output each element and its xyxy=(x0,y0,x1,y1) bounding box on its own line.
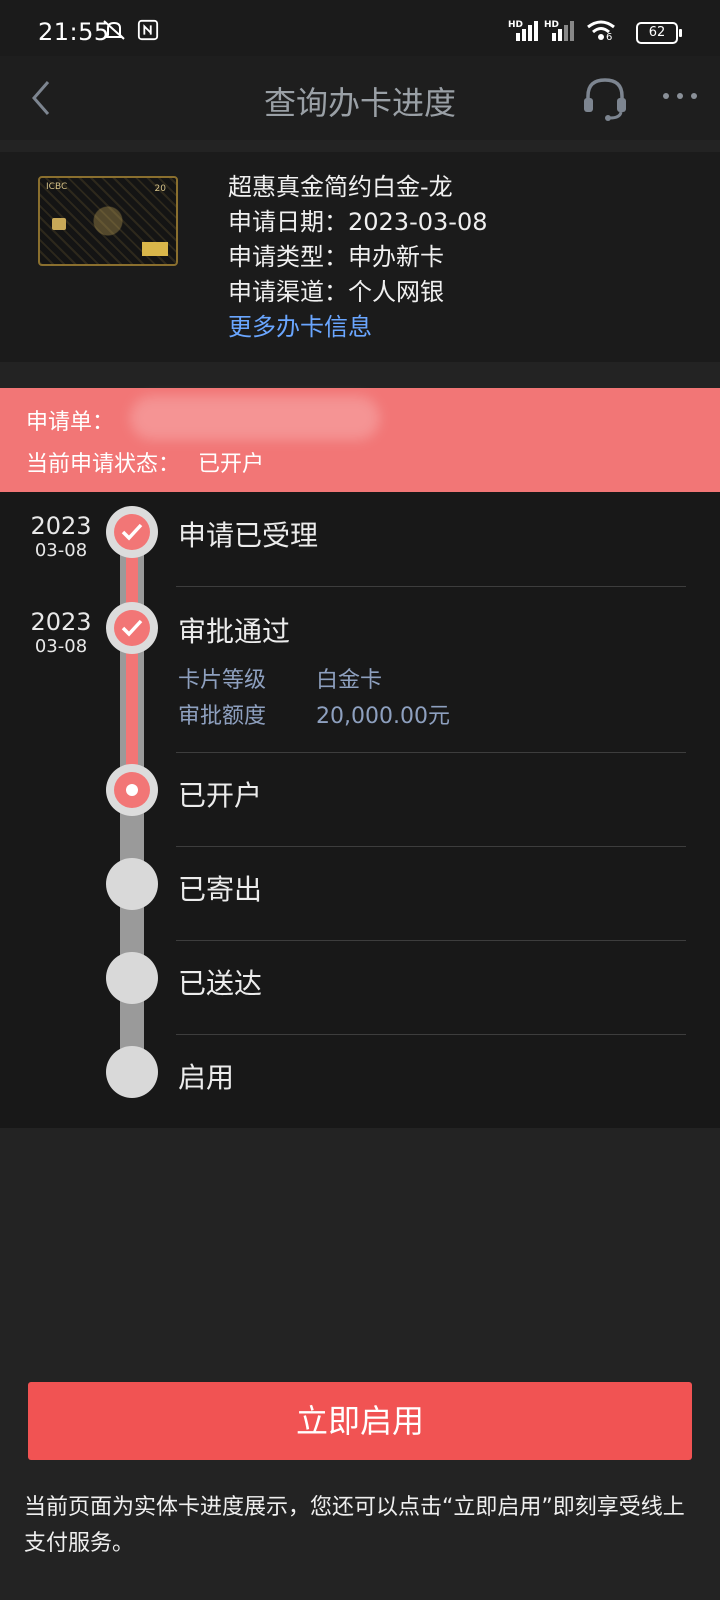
progress-timeline: 2023 03-08 申请已受理 2023 03-08 审批通过 卡片等级 白金… xyxy=(0,492,720,1128)
step-date-monthday: 03-08 xyxy=(34,636,88,657)
wifi-icon xyxy=(587,20,615,40)
wifi-label: 6 xyxy=(606,32,613,43)
page-title: 查询办卡进度 xyxy=(263,84,456,122)
redacted-application-number xyxy=(130,396,380,440)
timeline-progress-track xyxy=(126,532,138,790)
more-card-info-link[interactable]: 更多办卡信息 xyxy=(228,313,372,341)
battery-level: 62 xyxy=(648,25,666,40)
credit-card-image: ICBC 20 xyxy=(38,176,178,266)
activate-now-button[interactable]: 立即启用 xyxy=(28,1382,692,1460)
step-title: 已送达 xyxy=(178,967,263,1000)
card-network-logo xyxy=(142,242,168,256)
card-level-label: 卡片等级 xyxy=(178,668,267,693)
step-title: 已开户 xyxy=(178,779,263,812)
step-date-year: 2023 xyxy=(30,512,92,540)
back-arrow-icon[interactable] xyxy=(22,76,62,120)
apply-date-label: 申请日期： xyxy=(228,208,348,236)
signal-hd-label-2: HD xyxy=(544,20,560,30)
current-status-label: 当前申请状态： xyxy=(26,452,181,477)
card-level-value: 白金卡 xyxy=(316,668,383,693)
step-title: 已寄出 xyxy=(178,873,263,906)
step-title: 申请已受理 xyxy=(178,519,319,552)
status-bar: 21:55 HD HD 6 62 xyxy=(0,0,720,56)
current-status-row: 当前申请状态： 已开户 xyxy=(26,446,264,478)
card-info-section: ICBC 20 超惠真金简约白金-龙 申请日期：2023-03-08 申请类型：… xyxy=(0,152,720,362)
nfc-icon xyxy=(137,19,159,41)
apply-channel-label: 申请渠道： xyxy=(228,278,348,306)
app-header: 查询办卡进度 xyxy=(0,56,720,140)
divider xyxy=(176,1034,686,1035)
card-chip-icon xyxy=(52,218,66,230)
step-complete-icon xyxy=(106,602,158,654)
card-level-row: 卡片等级 白金卡 xyxy=(178,662,382,694)
apply-type-value: 申办新卡 xyxy=(348,243,444,271)
apply-channel-row: 申请渠道：个人网银 xyxy=(228,275,487,310)
apply-date-row: 申请日期：2023-03-08 xyxy=(228,205,487,240)
step-date: 2023 03-08 xyxy=(30,512,92,562)
more-options-icon[interactable] xyxy=(660,86,700,106)
step-pending-icon xyxy=(106,858,158,910)
credit-limit-row: 审批额度 20,000.00元 xyxy=(178,698,450,730)
step-title: 启用 xyxy=(178,1061,235,1094)
status-time: 21:55 xyxy=(38,18,110,46)
apply-type-row: 申请类型：申办新卡 xyxy=(228,240,487,275)
current-status-value: 已开户 xyxy=(198,452,265,477)
divider xyxy=(176,586,686,587)
divider xyxy=(176,940,686,941)
footnote-text: 当前页面为实体卡进度展示，您还可以点击“立即启用”即刻享受线上支付服务。 xyxy=(24,1495,685,1556)
step-current-icon xyxy=(106,764,158,816)
step-title: 审批通过 xyxy=(178,615,291,648)
apply-channel-value: 个人网银 xyxy=(348,278,444,306)
customer-service-icon[interactable] xyxy=(580,74,630,122)
signal-hd-label: HD xyxy=(508,20,524,30)
signal-icon xyxy=(516,21,538,41)
divider xyxy=(176,846,686,847)
application-status-banner: 申请单： 当前申请状态： 已开户 xyxy=(0,388,720,492)
step-date-monthday: 03-08 xyxy=(34,540,88,561)
check-icon xyxy=(121,523,143,541)
check-icon xyxy=(121,619,143,637)
card-anniversary-mark: 20 xyxy=(154,184,166,194)
mute-icon xyxy=(103,20,125,40)
credit-limit-value: 20,000.00元 xyxy=(316,704,450,729)
card-brand-logo: ICBC xyxy=(46,182,68,192)
step-date: 2023 03-08 xyxy=(30,608,92,658)
step-pending-icon xyxy=(106,1046,158,1098)
battery-icon: 62 xyxy=(636,22,682,44)
step-pending-icon xyxy=(106,952,158,1004)
apply-date-value: 2023-03-08 xyxy=(348,208,488,236)
apply-type-label: 申请类型： xyxy=(228,243,348,271)
step-complete-icon xyxy=(106,506,158,558)
application-number-label: 申请单： xyxy=(26,410,115,435)
card-name: 超惠真金简约白金-龙 xyxy=(228,173,453,201)
credit-limit-label: 审批额度 xyxy=(178,704,267,729)
step-date-year: 2023 xyxy=(30,608,92,636)
divider xyxy=(176,752,686,753)
signal-icon-2 xyxy=(552,21,574,41)
